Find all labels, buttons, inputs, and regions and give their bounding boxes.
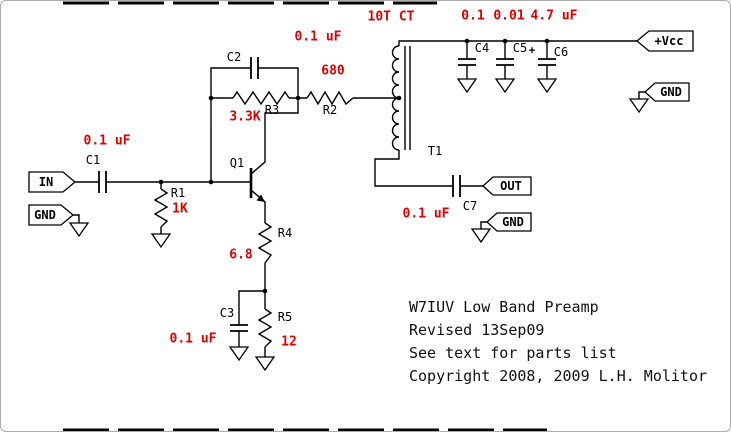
capacitor-c4 (458, 58, 476, 66)
r1-refdes: R1 (170, 186, 186, 200)
capacitor-c2 (250, 57, 259, 79)
title-block-line-2: Revised 13Sep09 (409, 321, 545, 339)
sheet-border-dashes (63, 1, 547, 431)
resistor-r2 (306, 90, 354, 106)
t1-value: 10T CT (367, 9, 415, 25)
resistors (153, 90, 354, 348)
c6-polarity-plus: + (528, 43, 536, 57)
wire-c3-branch (238, 290, 265, 347)
wire-feedback-right (258, 67, 299, 98)
ground-icon (68, 222, 90, 238)
r3-refdes: R3 (264, 103, 280, 117)
c4-refdes: C4 (474, 41, 490, 55)
resistor-r4 (257, 222, 273, 264)
vcc-tag-shape (635, 30, 694, 52)
capacitor-c1 (98, 171, 107, 193)
junction-dot (262, 288, 268, 294)
in-tag-shape (28, 171, 77, 193)
r2-value: 680 (321, 63, 345, 79)
junction-dot (464, 38, 470, 44)
c4-value: 0.1 (461, 8, 485, 24)
ground-symbols (68, 78, 650, 372)
ground-icon (470, 228, 492, 244)
c2-refdes: C2 (226, 50, 242, 64)
wire-collector (250, 98, 299, 175)
out-connector-label: OUT (500, 179, 522, 193)
junction-dot (208, 95, 214, 101)
resistor-r5 (257, 308, 273, 348)
c6-value: 4.7 uF (530, 8, 578, 24)
junction-dot (502, 38, 508, 44)
wire-gnd-topright-tap (638, 91, 645, 99)
junction-dot (544, 38, 550, 44)
r5-refdes: R5 (277, 310, 293, 324)
title-block-line-1: W7IUV Low Band Preamp (409, 298, 599, 316)
title-block-line-3: See text for parts list (409, 344, 617, 362)
gnd-out-tag-shape (486, 212, 532, 232)
gnd-topright-tag-shape (644, 82, 690, 102)
c5-refdes: C5 (512, 41, 528, 55)
junction-dot (396, 95, 402, 101)
c2-value: 0.1 uF (294, 29, 342, 45)
junction-dots (158, 38, 550, 294)
wire-gnd-out-tap (480, 221, 487, 229)
title-block-line-4: Copyright 2008, 2009 L.H. Molitor (409, 367, 708, 385)
resistor-r3 (232, 90, 290, 106)
ground-icon (150, 233, 172, 249)
wire-emitter (250, 189, 266, 223)
ground-icon (494, 78, 516, 94)
transistor-q1 (249, 168, 265, 202)
ground-icon (536, 78, 558, 94)
r4-refdes: R4 (277, 226, 293, 240)
ground-icon (254, 356, 276, 372)
c1-value: 0.1 uF (83, 133, 131, 149)
r1-value: 1K (172, 201, 188, 217)
c3-refdes: C3 (219, 306, 235, 320)
t1-refdes: T1 (427, 144, 443, 158)
wire-vcc-rail (398, 40, 637, 46)
wire-feedback-left (210, 67, 251, 182)
q1-refdes: Q1 (229, 156, 245, 170)
r3-value: 3.3K (229, 109, 261, 125)
wire-gnd-left-tap (73, 214, 80, 223)
resistor-r1 (153, 188, 169, 228)
gnd-left-label: GND (34, 208, 56, 222)
ground-icon (228, 346, 250, 362)
r4-value: 6.8 (229, 247, 253, 263)
junction-dot (158, 179, 164, 185)
gnd-out-label: GND (502, 215, 524, 229)
transistor-emitter-arrow (256, 194, 265, 202)
wire-xfmr-bottom (374, 150, 453, 187)
capacitor-c6 (538, 58, 556, 66)
gnd-topright-label: GND (660, 85, 682, 99)
connector-tags (28, 30, 694, 232)
ground-icon (456, 78, 478, 94)
ground-icon (628, 98, 650, 114)
junction-dot (295, 95, 301, 101)
junction-dot (208, 179, 214, 185)
c7-refdes: C7 (462, 199, 478, 213)
in-connector-label: IN (38, 175, 54, 189)
r5-value: 12 (281, 334, 297, 350)
r2-refdes: R2 (322, 103, 338, 117)
c5-value: 0.01 (493, 8, 525, 24)
capacitor-c5 (496, 58, 514, 66)
c1-refdes: C1 (85, 153, 101, 167)
capacitor-c7 (452, 175, 461, 197)
capacitor-c3 (230, 324, 248, 332)
c7-value: 0.1 uF (402, 206, 450, 222)
out-tag-shape (482, 176, 532, 196)
vcc-label: +Vcc (654, 34, 684, 48)
c6-refdes: C6 (553, 45, 569, 59)
capacitors (98, 57, 556, 332)
transformer-core (404, 46, 411, 150)
gnd-left-tag-shape (28, 204, 75, 226)
c3-value: 0.1 uF (169, 331, 217, 347)
